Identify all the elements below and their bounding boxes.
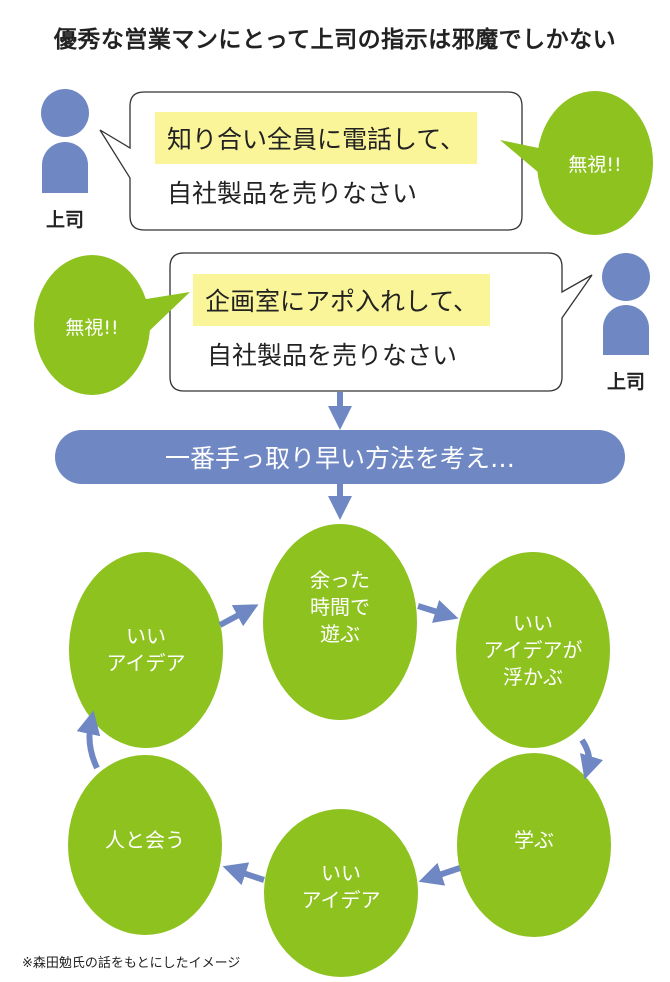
cycle-arrow-icon (417, 599, 459, 623)
boss-label: 上司 (606, 371, 645, 393)
boss-label: 上司 (45, 209, 84, 231)
boss-head-icon (41, 89, 89, 137)
cycle-arrow-icon (418, 862, 461, 886)
cycle-node: いい アイデア (301, 861, 381, 912)
cycle-node: いい アイデアが 浮かぶ (483, 610, 583, 689)
cycle-node: 学ぶ (514, 827, 554, 852)
cycle-arrow-icon (76, 710, 101, 770)
cycle-arrow-icon (579, 738, 603, 780)
reaction-text: 無視!! (568, 154, 622, 176)
footnote: ※森田勉氏の話をもとにしたイメージ (22, 956, 241, 971)
boss-body-icon (42, 142, 88, 193)
page-title: 優秀な営業マンにとって上司の指示は邪魔でしかない (53, 27, 617, 53)
reaction-bubble-2 (34, 255, 150, 395)
cycle-node: いい アイデア (106, 624, 186, 675)
boss-body-icon (603, 305, 649, 355)
reaction-tail-2 (140, 292, 190, 335)
cycle-node-circle (456, 552, 610, 748)
cycle-node: 余った 時間で 遊ぶ (310, 567, 370, 646)
instruction-line-highlight: 企画室にアポ入れして、 (193, 274, 491, 326)
approach-banner: 一番手っ取り早い方法を考え… (55, 430, 625, 484)
reaction-text: 無視!! (65, 317, 119, 339)
reaction-bubble-1 (537, 91, 653, 235)
instruction-line: 自社製品を売りなさい (167, 179, 418, 208)
instruction-line: 自社製品を売りなさい (207, 341, 458, 370)
reaction-tail-1 (500, 140, 548, 178)
boss-head-icon (602, 253, 650, 301)
cycle-node-circle (457, 753, 611, 937)
instruction-line-highlight: 知り合い全員に電話して、 (155, 112, 478, 164)
cycle-node: 人と会う (105, 827, 185, 852)
cycle-node-circle (69, 552, 223, 748)
cycle-node-circle (264, 809, 418, 977)
cycle-arrow-icon (218, 604, 259, 628)
cycle-node-circle (263, 524, 417, 720)
cycle-node-circle (68, 755, 222, 935)
cycle-arrow-icon (222, 862, 265, 886)
